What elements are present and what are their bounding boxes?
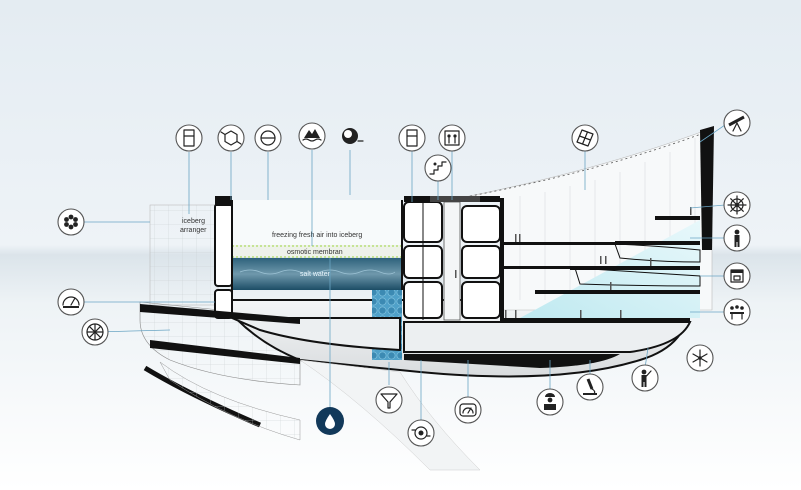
roof-grate: [430, 196, 480, 202]
stairs-icon: [424, 154, 452, 182]
right-floor-slabs: [500, 216, 700, 322]
label-salt-water: salt water: [300, 271, 331, 278]
telescope-icon: [723, 109, 751, 137]
water-drop-icon: [316, 407, 344, 435]
main-floors: [500, 242, 615, 269]
label-freezing-air: freezing fresh air into iceberg: [272, 232, 362, 239]
label-iceberg-arranger-2: arranger: [180, 227, 207, 234]
microscope-icon: [576, 373, 604, 401]
ice-tank-air: [232, 200, 402, 245]
meeting-icon: [723, 298, 751, 326]
hexagon-molecule-icon: [217, 124, 245, 152]
person-icon: [723, 224, 751, 252]
left-hull-lower: [159, 361, 301, 441]
hull-keel: [299, 359, 481, 471]
label-osmotic-membrane: osmotic membran: [287, 249, 343, 256]
arranger-tower: [149, 204, 219, 306]
salt-water: [232, 258, 402, 290]
pressure-gauge-icon: [454, 396, 482, 424]
worker-icon: [536, 388, 564, 416]
facade-edge: [459, 129, 713, 199]
left-ramp-lower: [150, 340, 300, 364]
elevator-shaft: [443, 201, 461, 321]
guide-person-icon: [631, 364, 659, 392]
left-column-top: [215, 196, 232, 206]
solar-panel-icon: [571, 124, 599, 152]
snowflake-icon: [686, 344, 714, 372]
fridge-icon: [175, 124, 203, 152]
osmotic-membrane-band: [232, 245, 402, 257]
sun-dial-icon: [342, 128, 364, 144]
water-waves: [239, 269, 396, 275]
lower-cabin-left: [231, 317, 401, 352]
bottom-deck: [404, 354, 620, 368]
left-column: [214, 203, 233, 319]
elevator-icon: [438, 124, 466, 152]
fridge-icon-2: [398, 124, 426, 152]
flower-pattern-icon: [57, 208, 85, 236]
prow: [700, 126, 714, 250]
shop-icon: [723, 262, 751, 290]
iceberg-icon: [298, 122, 326, 150]
left-ramp: [140, 304, 300, 324]
no-entry-icon: [254, 124, 282, 152]
lower-cabin-right: [403, 321, 692, 353]
people-silhouettes: [455, 207, 692, 318]
right-interior-wall: [500, 198, 504, 320]
gauge-icon: [57, 288, 85, 316]
filter-funnel-icon: [375, 386, 403, 414]
label-iceberg-arranger-1: iceberg: [182, 218, 205, 225]
pump-icon: [407, 419, 435, 447]
fan-icon: [81, 318, 109, 346]
ship-wheel-icon: [723, 191, 751, 219]
core-column-right: [461, 205, 501, 319]
